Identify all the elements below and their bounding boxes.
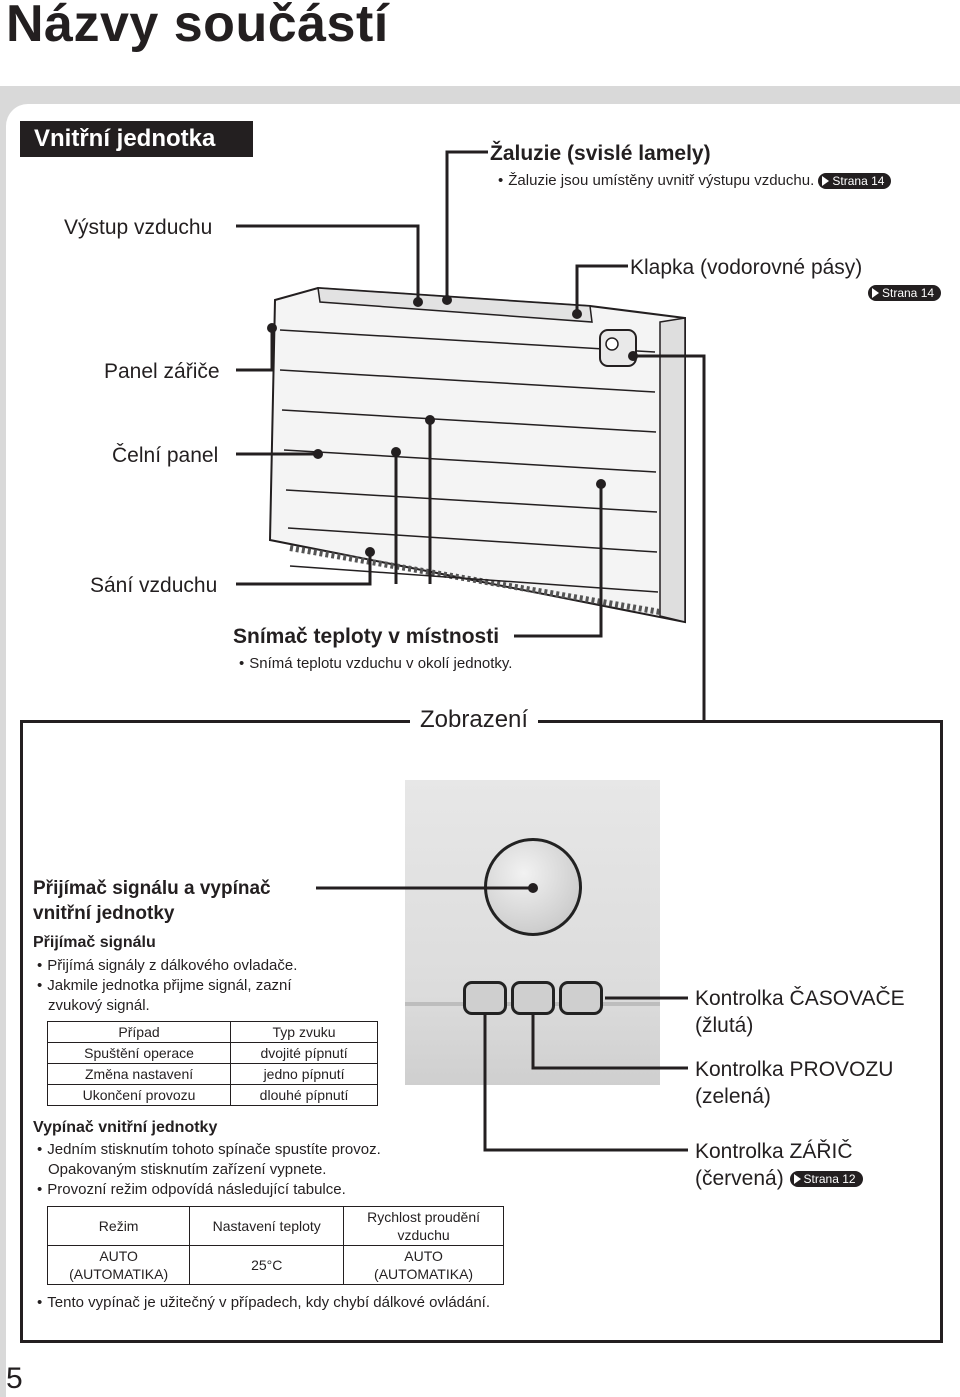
vystup-label: Výstup vzduchu (64, 216, 213, 239)
final-note: Tento vypínač je užitečný v případech, k… (37, 1293, 490, 1313)
page-title: Názvy součástí (6, 0, 389, 53)
radiant-lamp (463, 981, 507, 1015)
table-header-row: Režim Nastavení teploty Rychlost prouděn… (46, 1206, 504, 1246)
play-icon (793, 1174, 801, 1185)
table-row: Ukončení provozu dlouhé pípnutí (46, 1084, 378, 1106)
receiver-bullets: Přijímá signály z dálkového ovladače. Ja… (37, 956, 297, 1016)
celni-panel-label: Čelní panel (112, 444, 219, 467)
table-row: Spuštění operace dvojité pípnutí (46, 1042, 378, 1064)
switch-subheading: Vypínač vnitřní jednotky (33, 1119, 218, 1136)
panel-zarice-label: Panel zářiče (104, 360, 220, 383)
sani-label: Sání vzduchu (90, 574, 218, 597)
timer-lamp-label: Kontrolka ČASOVAČE (žlutá) (695, 987, 905, 1037)
operation-lamp (511, 981, 555, 1015)
table-header-row: Případ Typ zvuku (46, 1021, 378, 1043)
mode-table: Režim Nastavení teploty Rychlost prouděn… (46, 1206, 504, 1285)
operation-lamp-label: Kontrolka PROVOZU (zelená) (695, 1058, 894, 1108)
sound-table: Případ Typ zvuku Spuštění operace dvojit… (46, 1021, 378, 1106)
page-ref[interactable]: Strana 12 (789, 1171, 863, 1188)
unit-illustration (268, 286, 686, 624)
display-title: Zobrazení (410, 706, 539, 734)
play-icon (822, 176, 830, 187)
table-row: Změna nastavení jedno pípnutí (46, 1063, 378, 1085)
klapka-ref[interactable]: Strana 14 (868, 284, 942, 302)
receiver-subheading: Přijímač signálu (33, 934, 156, 951)
timer-lamp (559, 981, 603, 1015)
section-header: Vnitřní jednotka (20, 121, 253, 157)
zaluzie-label: Žaluzie (svislé lamely) (490, 142, 711, 165)
page-number: 5 (6, 1362, 23, 1395)
snimac-description: Snímá teplotu vzduchu v okolí jednotky. (239, 655, 512, 672)
snimac-label: Snímač teploty v místnosti (233, 625, 500, 648)
radiant-lamp-label: Kontrolka ZÁŘIČ (červená) Strana 12 (695, 1138, 863, 1192)
switch-bullets: Jedním stisknutím tohoto spínače spustít… (37, 1140, 381, 1200)
klapka-label: Klapka (vodorovné pásy) (630, 256, 863, 279)
page-ref[interactable]: Strana 14 (818, 173, 892, 190)
table-row: AUTO(AUTOMATIKA) 25°C AUTO(AUTOMATIKA) (46, 1245, 504, 1285)
zaluzie-description: Žaluzie jsou umístěny uvnitř výstupu vzd… (498, 172, 892, 190)
play-icon (872, 287, 879, 298)
receiver-heading: Přijímač signálu a vypínač vnitřní jedno… (33, 878, 271, 924)
